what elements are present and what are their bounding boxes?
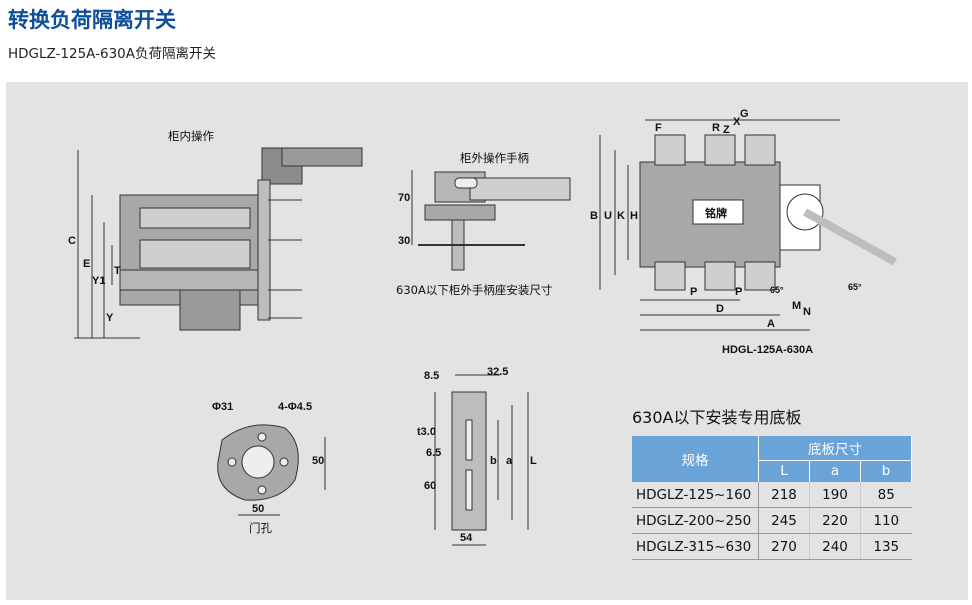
dim-8-5: 8.5	[424, 370, 440, 382]
col-group-header: 底板尺寸	[758, 436, 912, 460]
col-model-header: 规格	[632, 436, 759, 482]
dim-a: a	[506, 455, 513, 467]
col-b-header: b	[860, 459, 912, 482]
phi31-label: Φ31	[212, 401, 234, 413]
dim-Y: Y	[106, 312, 114, 324]
dim-P1: P	[690, 286, 698, 298]
cell-a: 190	[809, 482, 861, 508]
dim-30: 30	[398, 235, 411, 247]
cell-L: 218	[758, 482, 810, 508]
base-plate-drawing	[434, 374, 529, 546]
outer-handle-label: 柜外操作手柄	[460, 151, 529, 165]
cell-a: 220	[809, 507, 861, 534]
dim-D: D	[716, 303, 724, 315]
cell-b: 85	[860, 482, 912, 508]
hole-spec-label: 4-Φ4.5	[278, 401, 313, 413]
side-view-drawing	[74, 147, 363, 339]
dim-M: M	[792, 300, 802, 312]
dim-70: 70	[398, 192, 411, 204]
dim-X: X	[733, 116, 741, 128]
nameplate-label: 铭牌	[705, 208, 727, 220]
dim-E: E	[83, 258, 91, 270]
dim-T: T	[114, 265, 121, 277]
dim-Y1: Y1	[92, 275, 106, 287]
cell-L: 245	[758, 507, 810, 534]
cell-model: HDGLZ-315~630	[632, 533, 759, 560]
door-hole-drawing	[217, 424, 326, 516]
handle-base-caption: 630A以下柜外手柄座安装尺寸	[396, 283, 553, 297]
dim-F: F	[655, 122, 662, 134]
base-table-title: 630A以下安装专用底板	[632, 408, 802, 427]
dim-K: K	[617, 210, 625, 222]
cell-b: 110	[860, 507, 912, 534]
dim-6-5: 6.5	[426, 447, 442, 459]
angle-left: 65°	[770, 285, 784, 295]
door-hole-label: 门孔	[249, 521, 272, 535]
cell-L: 270	[758, 533, 810, 560]
dim-b: b	[490, 455, 497, 467]
cell-model: HDGLZ-125~160	[632, 482, 759, 508]
dim-N: N	[803, 306, 811, 318]
cell-b: 135	[860, 533, 912, 560]
inner-operation-label: 柜内操作	[168, 129, 214, 143]
dim-U: U	[604, 210, 612, 222]
dim-54: 54	[460, 532, 473, 544]
dim-B: B	[590, 210, 598, 222]
front-view-caption: HDGL-125A-630A	[722, 344, 814, 356]
dim-G: G	[740, 108, 749, 120]
table-row: HDGLZ-200~250 245 220 110	[632, 507, 912, 534]
dim-H: H	[630, 210, 638, 222]
cell-a: 240	[809, 533, 861, 560]
dim-L: L	[530, 455, 537, 467]
page-title: 转换负荷隔离开关	[8, 8, 176, 32]
table-row: HDGLZ-315~630 270 240 135	[632, 533, 912, 560]
col-L-header: L	[758, 459, 810, 482]
page-subtitle: HDGLZ-125A-630A负荷隔离开关	[8, 46, 216, 62]
dim-R: R	[712, 122, 720, 134]
dim-C: C	[68, 235, 76, 247]
dim-60: 60	[424, 480, 437, 492]
dim-w50: 50	[252, 503, 265, 515]
dim-Z: Z	[723, 124, 730, 136]
col-a-header: a	[809, 459, 861, 482]
table-row: HDGLZ-125~160 218 190 85	[632, 482, 912, 508]
base-plate-table: 规格 底板尺寸 L a b HDGLZ-125~160 218 190 85 H…	[632, 436, 912, 560]
cell-model: HDGLZ-200~250	[632, 507, 759, 534]
dim-h50: 50	[312, 455, 325, 467]
front-view-drawing	[599, 119, 897, 331]
dim-A: A	[767, 318, 775, 330]
dim-P2: P	[735, 286, 743, 298]
dim-t3: t3.0	[417, 426, 436, 438]
dim-32-5: 32.5	[487, 366, 509, 378]
angle-right: 65°	[848, 282, 862, 292]
outer-handle-drawing	[411, 170, 571, 271]
